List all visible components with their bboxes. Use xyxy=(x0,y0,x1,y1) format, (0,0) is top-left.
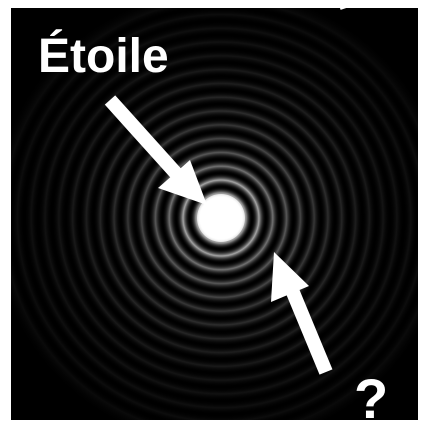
star-label: Étoile xyxy=(38,29,169,83)
question-label: ? xyxy=(354,367,388,427)
